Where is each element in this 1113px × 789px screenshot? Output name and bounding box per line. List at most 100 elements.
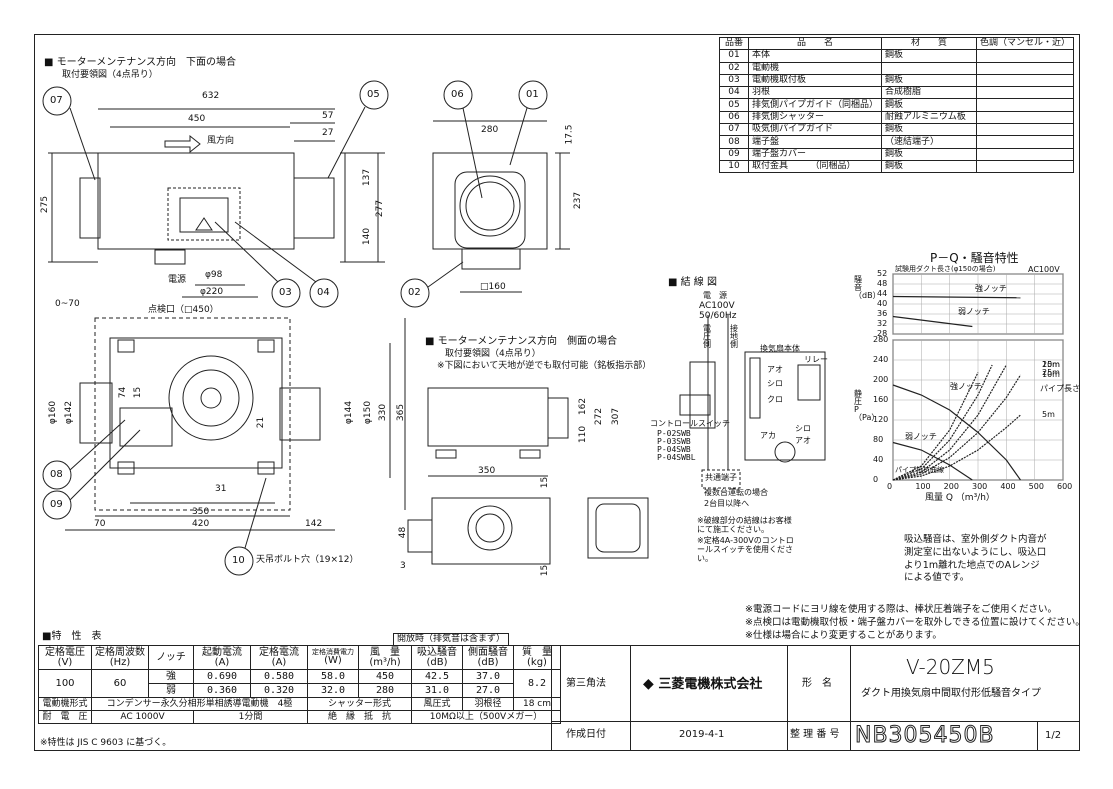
- chart-static-label: 静圧 P（Pa）: [854, 389, 880, 422]
- chart-x-tick: 100: [915, 482, 931, 491]
- spec-withstand-time: 1分間: [193, 710, 308, 724]
- wiring-model-3: P-04SWB: [657, 445, 691, 454]
- part-color: [976, 159, 1075, 174]
- part-name: 電動機取付板: [747, 73, 883, 88]
- chart-noise-tick: 52: [877, 269, 888, 278]
- chart-noise-tick: 44: [877, 289, 888, 298]
- spec-h-rated: 定格電流(A): [250, 645, 308, 670]
- title-block: 第三角法 ◆ 三菱電機株式会社 形 名 V-20ZM5 ダクト用換気扇中間取付形…: [551, 645, 1080, 751]
- wiring-common: 共通端子: [705, 473, 737, 482]
- chart-voltage: AC100V: [1028, 265, 1060, 274]
- spec-rated-weak: 0.320: [250, 683, 308, 698]
- dim-330: 330: [378, 403, 389, 422]
- part-no: 10: [719, 159, 749, 174]
- parts-h-material: 材 質: [881, 36, 978, 51]
- sm-dim-162: 162: [578, 397, 589, 416]
- part-name: 端子盤カバー: [747, 147, 883, 161]
- wiring-voltage: AC100V: [699, 301, 735, 311]
- spec-intake-weak: 31.0: [411, 683, 463, 698]
- side-dim-17_5: 17.5: [564, 124, 575, 145]
- spec-insul-label: 絶 縁 抵 抗: [307, 710, 412, 724]
- chart-title: P－Q・騒音特性: [930, 251, 1019, 265]
- inspection-label: 点検口（□450）: [148, 305, 219, 315]
- chart-subtitle: 試験用ダクト長さ(φ150の場合): [895, 265, 996, 273]
- tb-projection: 第三角法: [566, 678, 606, 689]
- wiring-ao2: アオ: [795, 436, 811, 445]
- wiring-body-label: 換気扇本体: [760, 344, 800, 353]
- bolt-note: 天吊ボルト穴（19×12）: [256, 555, 359, 565]
- dim-70: 70: [94, 519, 106, 529]
- dim-57: 57: [322, 111, 334, 121]
- chart-p-tick: 0: [873, 475, 879, 484]
- tb-company: ◆ 三菱電機株式会社: [643, 676, 763, 692]
- top-view-drawing: [42, 80, 389, 308]
- callout-10: 10: [232, 555, 245, 566]
- spec-intake-strong: 42.5: [411, 669, 463, 684]
- part-name: 羽根: [747, 86, 883, 100]
- chart-p-tick: 40: [873, 455, 884, 464]
- resistance-curve: [892, 414, 1021, 481]
- spec-freq: 60: [91, 669, 149, 698]
- tb-model: V-20ZM5: [906, 655, 995, 679]
- spec-h-mass: 質 量(kg): [513, 645, 561, 670]
- spec-rated-strong: 0.580: [250, 669, 308, 684]
- chart-lines: [892, 295, 1022, 481]
- tb-date: 2019-4-1: [679, 729, 725, 740]
- chart-noise-tick: 28: [877, 329, 888, 338]
- resistance-curve: [892, 372, 979, 481]
- tb-num-label: 整 理 番 号: [790, 729, 840, 740]
- resistance-curve-label: 5m: [1042, 410, 1055, 419]
- dim-142b: 142: [305, 519, 323, 529]
- bottom-notes: ※電源コードにヨリ線を使用する際は、棒状圧着端子をご使用ください。 ※点検口は電…: [745, 604, 1085, 642]
- part-name: 電動機: [747, 61, 883, 75]
- spec-h-freq: 定格周波数(Hz): [91, 645, 149, 670]
- part-color: [976, 73, 1075, 88]
- dim-632: 632: [202, 91, 220, 101]
- spec-h-start: 起動電流(A): [193, 645, 251, 670]
- wiring-model-1: P-02SWB: [657, 429, 691, 438]
- dim-220: φ220: [200, 287, 224, 297]
- spec-h-power: 定格消費電力(W): [307, 645, 359, 670]
- dim-74: 74: [118, 386, 129, 399]
- wiring-shiro: シロ: [767, 379, 783, 388]
- dim-phi150: φ150: [363, 400, 374, 425]
- part-name: 吸気側パイプガイド: [747, 123, 883, 137]
- pq-series-line: [892, 384, 1021, 481]
- part-material: 鋼板: [881, 49, 978, 63]
- airflow-label: 風方向: [207, 136, 235, 146]
- bottom-view-drawing: [42, 317, 406, 576]
- chart-noise-tick: 32: [877, 319, 888, 328]
- part-no: 07: [719, 123, 749, 137]
- wiring-ao: アオ: [767, 365, 783, 374]
- wiring-heading: ■ 結 線 図: [668, 277, 717, 288]
- part-material: 合成樹脂: [881, 86, 978, 100]
- chart-p-tick: 120: [873, 415, 889, 424]
- spec-side-strong: 37.0: [462, 669, 514, 684]
- bottom-note-2: ※点検口は電動機取付板・端子盤カバーを取外しできる位置に設けてください。: [745, 616, 1085, 628]
- side-dim-280: 280: [481, 125, 499, 135]
- callout-08: 08: [50, 469, 63, 480]
- part-color: [976, 98, 1075, 112]
- spec-insul: 10MΩ以上（500Vメガー）: [411, 710, 561, 724]
- chart-strong-pq: 強ノッチ: [950, 382, 982, 391]
- spec-motor-label: 電動機形式: [38, 697, 92, 711]
- sm-dim-15a: 15: [540, 476, 551, 489]
- dim-350: 350: [192, 507, 210, 517]
- bottom-note-1: ※電源コードにヨリ線を使用する際は、棒状圧着端子をご使用ください。: [745, 604, 1057, 615]
- part-material: 鋼板: [881, 73, 978, 88]
- callout-02: 02: [408, 287, 421, 298]
- callout-04: 04: [317, 287, 330, 298]
- tb-desc: ダクト用換気扇中間取付形低騒音タイプ: [861, 688, 1041, 699]
- part-no: 05: [719, 98, 749, 112]
- noise-note-2: 測定室に出ないようにし、吸込口: [904, 546, 1047, 558]
- wiring-freq: 50/60Hz: [699, 311, 737, 321]
- resistance-curve-label: 10m: [1042, 370, 1060, 379]
- callout-03: 03: [279, 287, 292, 298]
- part-material: 耐蝕アルミニウム板: [881, 110, 978, 125]
- dim-0-70: 0~70: [55, 299, 80, 309]
- wiring-multi: 複数台運転の場合: [704, 488, 768, 497]
- spec-side-weak: 27.0: [462, 683, 514, 698]
